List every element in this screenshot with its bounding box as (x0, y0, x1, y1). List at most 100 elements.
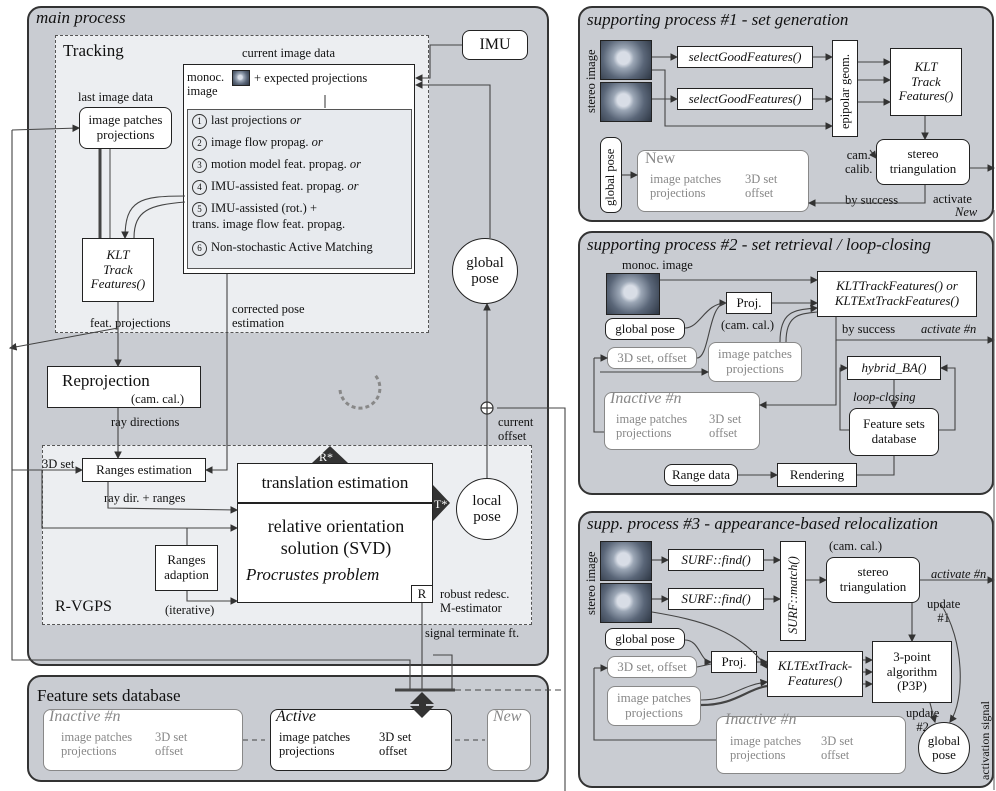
method-number: 3 (192, 157, 207, 173)
sp3-inactive-label: Inactive #n (725, 711, 797, 728)
sp1-title: supporting process #1 - set generation (587, 10, 849, 29)
sp2-klt-box: KLTTrackFeatures() or KLTExtTrackFeature… (817, 271, 977, 317)
sp3-surf-find-2-label: SURF::find() (681, 590, 751, 606)
corrected-pose-label: corrected pose estimation (232, 302, 305, 331)
db-inactive-3d: 3D set offset (155, 730, 188, 759)
ranges-estimation-label: Ranges estimation (96, 461, 192, 477)
r-star-arrow (312, 446, 348, 463)
last-image-patches-box: image patches projections (79, 107, 172, 149)
sp3-stereo-tri-box: stereo triangulation (826, 557, 920, 603)
sp3-surf-match-box (780, 541, 806, 641)
sp3-proj-label: Proj. (721, 653, 747, 669)
sp3-stereo-tri-label: stereo triangulation (839, 564, 907, 594)
sp2-global-pose-box: global pose (605, 318, 685, 340)
db-inactive-patches: image patches projections (61, 730, 133, 759)
sp1-epipolar-box (832, 40, 858, 137)
sp2-inactive-patches: image patches projections (616, 412, 688, 441)
sp3-global-pose-label: global pose (615, 630, 675, 646)
sp3-title: supp. process #3 - appearance-based relo… (587, 514, 938, 533)
sp2-feature-db-box: Feature sets database (849, 408, 939, 456)
sp3-klt-ext-box: KLTExtTrack- Features() (767, 651, 863, 697)
db-active-patches: image patches projections (279, 730, 351, 759)
db-inactive-label: Inactive #n (49, 708, 121, 725)
method-suffix: or (290, 113, 302, 127)
method-text: Non-stochastic Active Matching (211, 240, 373, 254)
relative-orientation-label: relative orientation solution (SVD) (267, 516, 405, 558)
sp1-activate-new-label: New (955, 205, 978, 219)
method-number: 2 (192, 135, 207, 151)
sp1-activate-label: activate (933, 192, 972, 206)
method-text: image flow propag. (211, 135, 312, 149)
sp3-global-pose-box: global pose (605, 628, 685, 650)
sp2-cam-cal-label: (cam. cal.) (721, 318, 775, 332)
imu-label: IMU (479, 35, 511, 53)
procrustes-label: Procrustes problem (246, 565, 380, 584)
ranges-adaption-box: Ranges adaption (155, 545, 218, 591)
r-label: R (417, 585, 427, 601)
sp3-p3p-box: 3-point algorithm (P3P) (872, 641, 952, 703)
sp1-cam-calib-label: cam. calib. (845, 148, 873, 177)
sp1-select-good-2: selectGoodFeatures() (677, 88, 813, 110)
sp3-surf-find-2: SURF::find() (668, 588, 764, 610)
sp1-select-good-2-label: selectGoodFeatures() (688, 90, 802, 106)
last-image-data-label: last image data (78, 90, 153, 104)
sp1-klt-label: KLT Track Features() (898, 58, 954, 104)
sp1-new-patches: image patches projections (650, 172, 722, 201)
sp1-select-good-1-label: selectGoodFeatures() (688, 48, 802, 64)
sp3-patches-box: image patches projections (607, 686, 701, 726)
sp1-new-3d: 3D set offset (745, 172, 778, 201)
monoc-image-label: monoc. image (187, 70, 225, 99)
sp2-loop-closing-label: loop-closing (853, 390, 916, 404)
local-pose-label: local pose (472, 492, 502, 526)
sp3-global-pose-circle-label: global pose (927, 732, 961, 762)
sp1-new-label: New (645, 150, 676, 167)
sp2-feature-db-label: Feature sets database (863, 416, 925, 446)
robust-label: robust redesc. M-estimator (440, 587, 510, 616)
sp2-monoc-label: monoc. image (622, 258, 693, 272)
method-text: IMU-assisted (rot.) + trans. image flow … (192, 201, 346, 231)
sp3-surf-find-1-label: SURF::find() (681, 551, 751, 567)
db-new-box (487, 709, 531, 771)
r-box: R (411, 585, 433, 603)
sp2-patches-label: image patches projections (718, 346, 792, 376)
sp2-inactive-label: Inactive #n (610, 390, 682, 407)
sp2-3d-set-label: 3D set, offset (617, 349, 687, 365)
sp1-new-box (637, 150, 809, 212)
feat-projections-label: feat. projections (90, 316, 171, 330)
sp3-cam-cal-label: (cam. cal.) (829, 539, 883, 553)
translation-estimation-label: translation estimation (261, 473, 409, 493)
sp2-proj-label: Proj. (736, 294, 762, 310)
t-star-text: T* (434, 497, 447, 511)
global-pose-label: global pose (466, 254, 504, 288)
last-image-patches-label: image patches projections (88, 112, 163, 142)
method-number: 6 (192, 240, 207, 256)
3d-set-label: 3D set (42, 457, 75, 471)
expected-projections-label: + expected projections (254, 71, 368, 85)
sp3-surf-find-1: SURF::find() (668, 549, 764, 571)
sp2-rendering-box: Rendering (777, 463, 857, 487)
signal-terminate-label: signal terminate ft. (425, 626, 520, 640)
current-offset-label: current offset (498, 415, 534, 444)
sp2-proj-box: Proj. (726, 292, 772, 314)
method-text: IMU-assisted feat. propag. (211, 179, 348, 193)
sp1-global-pose-box (600, 137, 622, 213)
sp2-hybrid-ba-box: hybrid_BA() (847, 356, 941, 380)
sp2-hybrid-ba-label: hybrid_BA() (861, 359, 927, 375)
reprojection-box (47, 366, 201, 408)
sp2-by-success-label: by success (842, 322, 896, 336)
sp3-p3p-label: 3-point algorithm (P3P) (886, 648, 938, 694)
iterative-label: (iterative) (165, 603, 215, 617)
method-text: last projections (211, 113, 291, 127)
sp2-klt-label: KLTTrackFeatures() or KLTExtTrackFeature… (834, 278, 960, 308)
sp1-stereo-tri-label: stereo triangulation (889, 146, 957, 176)
reprojection-cam-cal-label: (cam. cal.) (131, 392, 185, 406)
sp3-inactive-3d: 3D set offset (821, 734, 854, 763)
sp2-patches-box: image patches projections (708, 342, 802, 382)
sp3-stereo-bottom (600, 583, 652, 623)
sp3-3d-set-box: 3D set, offset (607, 656, 697, 678)
sp2-title: supporting process #2 - set retrieval / … (587, 235, 931, 254)
sp3-inactive-patches: image patches projections (730, 734, 802, 763)
